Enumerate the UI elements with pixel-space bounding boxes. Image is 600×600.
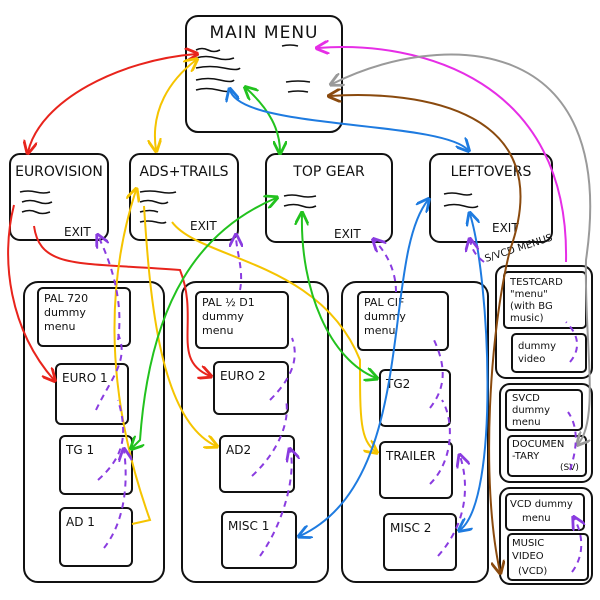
arrow-dummy-ads <box>236 236 241 291</box>
dummy-video-line-2: video <box>518 354 545 365</box>
leftovers-group-testcard: TESTCARD "menu" (with BG music) dummy vi… <box>495 265 593 379</box>
arrow-main-ads <box>155 60 196 150</box>
vcd-dummy-line-1: VCD dummy <box>510 499 573 510</box>
documentary-line-3: (SV) <box>560 463 579 473</box>
leftovers-group-svcd: SVCD dummy menu DOCUMEN -TARY (SV) <box>499 383 593 483</box>
menu-title-ads-trails: ADS+TRAILS <box>139 164 228 180</box>
svcd-dummy-line-1: SVCD <box>512 393 540 404</box>
arrow-main-eurovision <box>28 54 196 152</box>
dummy-menu-pal-cif-line-2: dummy <box>364 310 406 323</box>
menu-leftovers: LEFTOVERS EXIT <box>429 153 553 243</box>
dummy-video-line-1: dummy <box>518 341 556 352</box>
arrow-main-leftovers <box>230 90 468 150</box>
item-euro1: EURO 1 <box>62 371 108 385</box>
svcd-dummy-line-3: menu <box>512 417 541 428</box>
item-trailer: TRAILER <box>385 449 436 463</box>
arrow-submenus-leftovers <box>470 240 485 263</box>
item-euro2: EURO 2 <box>220 369 266 383</box>
documentary-line-2: -TARY <box>512 451 540 462</box>
arrow-right-dummy <box>566 321 581 573</box>
arrow-ads-trailer <box>171 221 376 452</box>
menu-eurovision: EUROVISION EXIT <box>9 153 109 241</box>
menu-title-top-gear: TOP GEAR <box>292 164 365 180</box>
vcd-dummy-line-2: menu <box>522 513 551 524</box>
music-video-line-2: VIDEO <box>512 551 544 562</box>
arrow-col3-dummy <box>429 339 465 557</box>
exit-eurovision: EXIT <box>64 225 91 239</box>
arrow-dummy-eurovision <box>98 236 121 341</box>
arrow-eurovision-euro1 <box>7 204 54 380</box>
menu-title-eurovision: EUROVISION <box>15 164 103 180</box>
dummy-menu-pal-half-d1-line-3: menu <box>202 324 233 337</box>
connection-arrows <box>7 47 592 573</box>
item-ad1: AD 1 <box>66 515 95 529</box>
item-misc2: MISC 2 <box>390 521 431 535</box>
arrow-col2-dummy <box>251 337 295 557</box>
dummy-menu-pal-cif-line-1: PAL CIF <box>364 296 404 309</box>
svcd-dummy-line-2: dummy <box>512 405 550 416</box>
main-menu: MAIN MENU <box>185 15 343 133</box>
documentary-line-1: DOCUMEN <box>512 439 564 450</box>
dummy-menu-pal720-line-2: dummy <box>44 306 86 319</box>
dummy-menu-pal-half-d1-line-1: PAL ½ D1 <box>202 296 255 309</box>
testcard-line-4: music) <box>510 313 544 324</box>
dummy-menu-pal-half-d1-line-2: dummy <box>202 310 244 323</box>
dummy-menu-pal-cif-line-3: menu <box>364 324 395 337</box>
item-ad2: AD2 <box>226 443 251 457</box>
exit-ads-trails: EXIT <box>190 219 217 233</box>
item-tg1: TG 1 <box>65 443 94 457</box>
item-misc1: MISC 1 <box>228 519 269 533</box>
arrow-col1-dummy <box>95 333 126 549</box>
music-video-line-1: MUSIC <box>512 538 544 549</box>
dummy-menu-pal720-line-3: menu <box>44 320 75 333</box>
music-video-line-3: (VCD) <box>518 566 547 577</box>
testcard-line-2: "menu" <box>510 289 548 300</box>
testcard-line-3: (with BG <box>510 301 553 312</box>
arrow-main-musicvideo <box>330 95 522 572</box>
testcard-line-1: TESTCARD <box>509 277 563 288</box>
svcd-menus-label: S/VCD MENUS <box>484 233 554 265</box>
main-menu-title: MAIN MENU <box>210 23 319 43</box>
arrow-dummy-topgear <box>374 240 397 293</box>
exit-top-gear: EXIT <box>334 227 361 241</box>
dummy-menu-pal720-line-1: PAL 720 <box>44 292 88 305</box>
menu-top-gear: TOP GEAR EXIT <box>265 153 393 243</box>
arrow-main-documentary <box>332 53 592 444</box>
column-pal720: PAL 720 dummy menu EURO 1 TG 1 AD 1 <box>23 281 165 583</box>
column-pal-half-d1: PAL ½ D1 dummy menu EURO 2 AD2 MISC 1 <box>181 281 329 583</box>
arrow-ads-ad1 <box>113 190 152 525</box>
arrow-leftovers-misc1 <box>300 200 428 536</box>
leftovers-group-vcd: VCD dummy menu MUSIC VIDEO (VCD) <box>499 487 593 585</box>
arrow-topgear-tg1 <box>132 198 276 448</box>
arrow-main-topgear <box>246 88 280 152</box>
